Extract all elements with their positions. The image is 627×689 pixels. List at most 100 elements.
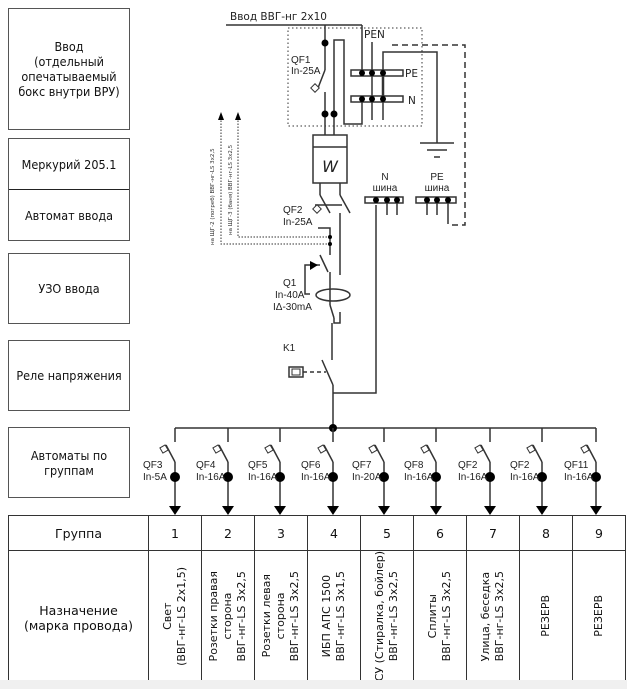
breaker-trip-icon: [212, 444, 222, 454]
label-voltage-relay: Реле напряжения: [8, 340, 130, 411]
label-rcd: УЗО ввода: [8, 253, 130, 324]
rcd-toroid: [315, 288, 351, 302]
qf2-rating: In-25A: [283, 217, 313, 228]
pen-label: PEN: [364, 29, 385, 41]
group-purpose-4: ИБП АПС 1500 ВВГ-нг-LS 3х1,5: [307, 549, 361, 686]
k1-contact: [321, 359, 334, 386]
group-purpose-1: Свет (ВВГ-нг-LS 2х1,5): [148, 549, 202, 686]
breaker-contact: [323, 444, 334, 463]
group-number-1: 1: [148, 515, 202, 551]
bar-dot: [373, 197, 379, 203]
qf2-trip-icon: [312, 204, 322, 214]
meter-box: [312, 134, 348, 184]
output-arrow-icon: [274, 506, 286, 515]
group-purpose-8: РЕЗЕРВ: [519, 549, 573, 686]
qf2-contact-neutral: [339, 194, 351, 214]
output-arrow-icon: [590, 506, 602, 515]
group-purpose-text: ИБП АПС 1500 ВВГ-нг-LS 3х1,5: [320, 570, 347, 662]
q1-leakage: IΔ-30mA: [273, 302, 312, 313]
breaker-name: QF2: [510, 460, 530, 471]
group-purpose-9: РЕЗЕРВ: [572, 549, 626, 686]
label-input-breaker: Автомат ввода: [9, 189, 129, 240]
outgoing-label-1: на ЩГ-2 (погреб) ВВГ-нг-LS 3х2,5: [210, 148, 216, 245]
breaker-rating: In-20A: [352, 472, 382, 483]
breaker-contact: [270, 444, 281, 463]
breaker-name: QF11: [564, 460, 589, 471]
group-purpose-text: Свет (ВВГ-нг-LS 2х1,5): [161, 566, 188, 666]
label-group-breakers: Автоматы по группам: [8, 427, 130, 498]
wiring-diagram: Ввод ВВГ-нг 2х10 PEN PE N QF1 In-25A W Q…: [143, 11, 602, 515]
group-purpose-text: РЕЗЕРВ: [539, 595, 552, 638]
breaker-terminal-dot: [328, 472, 338, 482]
breaker-rating: In-16A: [564, 472, 594, 483]
breaker-contact: [586, 444, 597, 463]
group-purpose-text: СУ (Стиралка, бойлер) ВВГ-нг-LS 3х2,5: [373, 551, 400, 682]
outgoing-line-1: [220, 118, 330, 245]
output-arrow-icon: [169, 506, 181, 515]
q1-contact-phase: [319, 254, 329, 273]
group-number-8: 8: [519, 515, 573, 551]
breaker-rating: In-16A: [301, 472, 331, 483]
neutral-return-wire: [333, 205, 377, 394]
breaker-rating: In-5A: [143, 472, 167, 483]
k1-name: K1: [283, 343, 296, 354]
breaker-name: QF5: [248, 460, 268, 471]
outgoing-arrow-1: [218, 112, 224, 120]
breaker-contact: [374, 444, 385, 463]
breaker-contact: [532, 444, 543, 463]
breaker-contact: [426, 444, 437, 463]
breaker-name: QF6: [301, 460, 321, 471]
output-arrow-icon: [536, 506, 548, 515]
label-meter-breaker-box: Меркурий 205.1 Автомат ввода: [8, 138, 130, 241]
pe-bus-label: PE: [405, 68, 418, 80]
sealed-box-outline: [287, 27, 423, 127]
breaker-terminal-dot: [431, 472, 441, 482]
junction-dot: [321, 39, 329, 47]
n-bar: [364, 196, 404, 204]
breaker-name: QF7: [352, 460, 372, 471]
breaker-terminal-dot: [537, 472, 547, 482]
group-number-7: 7: [466, 515, 520, 551]
breaker-contact: [165, 444, 176, 463]
relay-inner-icon: [291, 368, 301, 376]
qf1-name: QF1: [291, 55, 311, 66]
pe-bar-name: PE: [430, 172, 444, 183]
bar-dot: [359, 70, 365, 76]
junction-dot: [328, 242, 332, 246]
breaker-trip-icon: [368, 444, 378, 454]
group-purpose-text: РЕЗЕРВ: [592, 595, 605, 638]
group-purpose-row: Назначение (марка провода) Свет (ВВГ-нг-…: [8, 549, 626, 686]
group-number-6: 6: [413, 515, 467, 551]
group-purpose-3: Розетки левая сторона ВВГ-нг-LS 3х2,5: [254, 549, 308, 686]
qf1-contact: [317, 69, 326, 89]
breaker-terminal-dot: [170, 472, 180, 482]
pe-dashed-conductor: [392, 44, 466, 226]
group-number-2: 2: [201, 515, 255, 551]
group-header: Группа: [8, 515, 149, 551]
bar-dot: [369, 70, 375, 76]
meter-symbol: W: [322, 157, 339, 176]
n-bar-name: N: [381, 172, 388, 183]
breaker-terminal-dot: [485, 472, 495, 482]
q1-neutral-return: [333, 312, 341, 324]
q1-test-circuit: [304, 264, 320, 295]
junction-dot: [328, 235, 332, 239]
group-number-5: 5: [360, 515, 414, 551]
bar-dot: [369, 96, 375, 102]
group-number-9: 9: [572, 515, 626, 551]
output-arrow-icon: [430, 506, 442, 515]
breaker-trip-icon: [159, 444, 169, 454]
neutral-wire-loop: [333, 39, 363, 135]
breaker-contact: [218, 444, 229, 463]
breaker-name: QF3: [143, 460, 163, 471]
breaker-terminal-dot: [275, 472, 285, 482]
qf1-trip-icon: [310, 83, 320, 93]
breaker-trip-icon: [264, 444, 274, 454]
output-arrow-icon: [222, 506, 234, 515]
breaker-name: QF8: [404, 460, 424, 471]
